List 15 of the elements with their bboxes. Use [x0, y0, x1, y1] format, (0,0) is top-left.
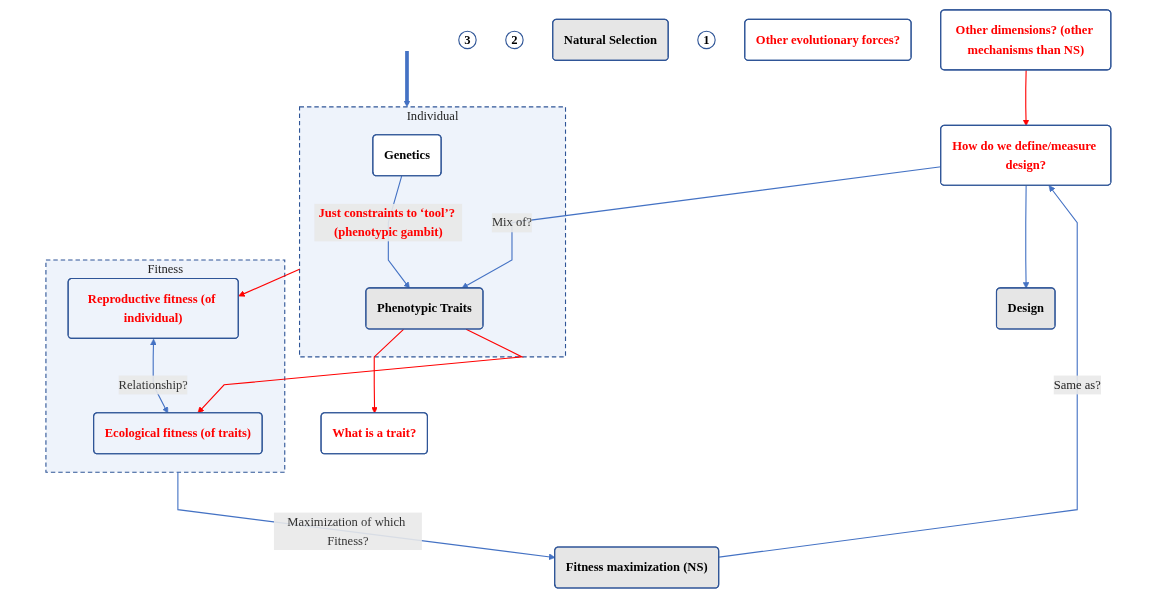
arrow [718, 185, 1078, 558]
arrow [1022, 69, 1030, 126]
node-circle: 3 [458, 30, 477, 50]
node-circle: 1 [697, 30, 716, 50]
arrow [1022, 185, 1030, 289]
edge-label: Maximization of which Fitness? [287, 514, 406, 548]
arrow [371, 328, 405, 414]
node-circle: 2 [505, 30, 524, 50]
edge-label: Same as? [1053, 377, 1101, 392]
arrow [238, 268, 301, 297]
edge-label: Mix of? [492, 215, 533, 230]
edge-label: Just constraints to ‘tool’? (phenotypic gambit) [318, 205, 456, 239]
edge-label: Relationship? [118, 377, 188, 392]
arrow [403, 51, 411, 108]
arrow [197, 328, 525, 414]
